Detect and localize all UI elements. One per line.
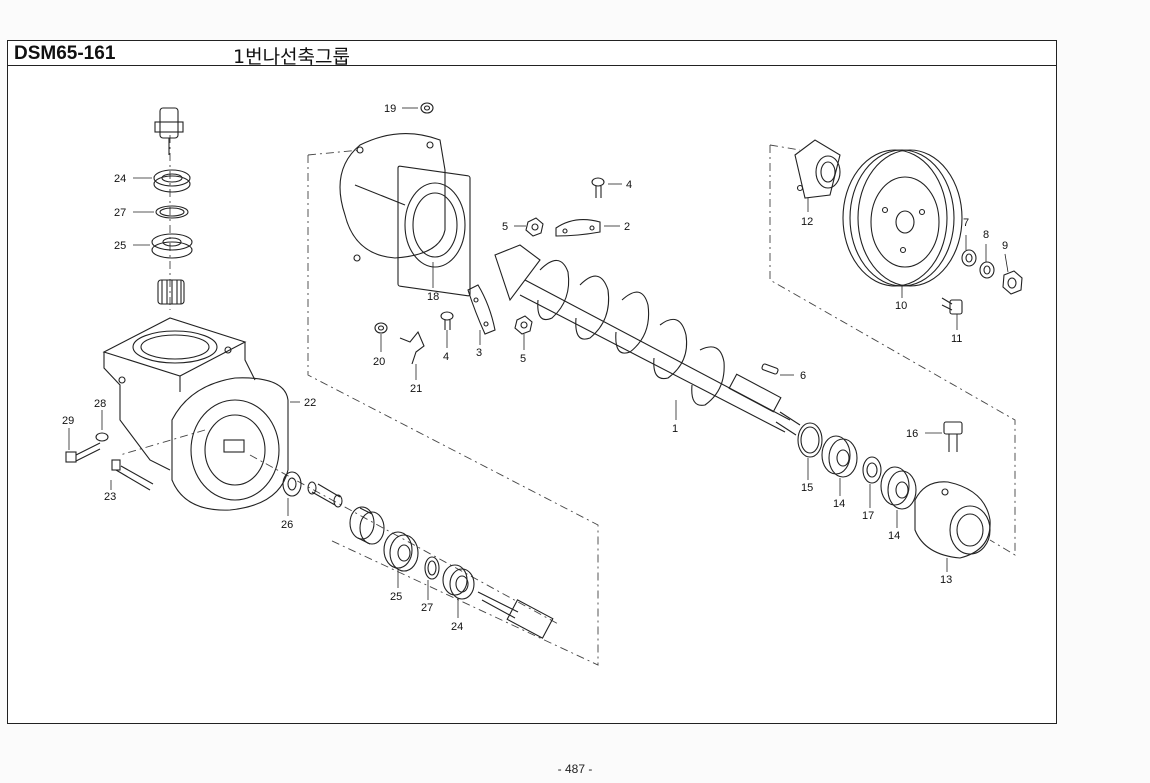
callout-18: 18 <box>427 291 439 303</box>
gear-housing-22 <box>102 317 289 511</box>
callout-5-upper: 5 <box>502 221 508 233</box>
snap-ring-27-top <box>155 205 189 219</box>
scraper-plate-2 <box>555 219 601 237</box>
callout-21: 21 <box>410 383 422 395</box>
snap-ring-15 <box>797 422 823 458</box>
nut-5-upper <box>525 217 544 237</box>
callout-14-b: 14 <box>888 530 900 542</box>
callout-6: 6 <box>800 370 806 382</box>
bearing-26 <box>282 471 302 497</box>
diagram-frame: DSM65-161 1번나선축그룹 <box>7 40 1057 724</box>
callout-labels: 19 4 5 2 18 20 21 4 3 5 1 6 12 7 8 9 10 … <box>62 103 1008 633</box>
callout-15: 15 <box>801 482 813 494</box>
bevel-gear-lower <box>349 506 385 545</box>
bolt-4-lower <box>440 311 454 330</box>
bearing-14-b <box>880 466 917 510</box>
bearing-unit-12 <box>794 139 841 199</box>
scraper-plate-3 <box>467 284 496 335</box>
bearing-housing-13 <box>914 481 991 559</box>
group-title: 1번나선축그룹 <box>233 46 350 68</box>
callout-7: 7 <box>963 217 969 229</box>
callout-29: 29 <box>62 415 74 427</box>
callout-5-lower: 5 <box>520 353 526 365</box>
callout-25-top: 25 <box>114 240 126 252</box>
bolt-23 <box>111 459 154 491</box>
nut-5-lower <box>514 315 533 335</box>
callout-24-lower: 24 <box>451 621 463 633</box>
callout-28: 28 <box>94 398 106 410</box>
nut-9 <box>1002 270 1023 295</box>
wing-bolt-21 <box>399 330 425 365</box>
nut-19 <box>420 102 434 114</box>
spiral-screw-1 <box>494 244 801 436</box>
oil-seal-24-top <box>153 169 191 193</box>
callout-8: 8 <box>983 229 989 241</box>
bolt-4-upper <box>591 177 605 198</box>
callout-4-upper: 4 <box>626 179 632 191</box>
callout-14-a: 14 <box>833 498 845 510</box>
callout-11: 11 <box>951 333 962 345</box>
callout-13: 13 <box>940 574 952 586</box>
washer-7 <box>961 249 977 267</box>
screw-housing-18 <box>339 133 471 297</box>
bearing-25-top <box>151 233 193 259</box>
callout-24-top: 24 <box>114 173 126 185</box>
bolt-16 <box>943 421 963 452</box>
callout-26: 26 <box>281 519 293 531</box>
callout-3: 3 <box>476 347 482 359</box>
callout-9: 9 <box>1002 240 1008 252</box>
assembly-outline-shaft <box>119 135 561 626</box>
callout-27-lower: 27 <box>421 602 433 614</box>
callout-17: 17 <box>862 510 874 522</box>
washer-8 <box>979 261 995 279</box>
leader-lines <box>68 107 1009 618</box>
oil-seal-24-lower <box>442 564 475 600</box>
washer-20 <box>374 322 388 334</box>
assembly-outline-pulley <box>769 144 1016 556</box>
model-code: DSM65-161 <box>14 43 116 64</box>
washer-28 <box>95 432 109 442</box>
callout-16: 16 <box>906 428 918 440</box>
spacer-17 <box>862 456 882 484</box>
callout-4-lower: 4 <box>443 351 449 363</box>
assembly-outline-screw <box>307 149 599 666</box>
v-belt-pulley-10 <box>842 149 963 287</box>
callout-23: 23 <box>104 491 116 503</box>
callout-22: 22 <box>304 397 316 409</box>
top-pinion-shaft <box>154 107 184 155</box>
callout-25-lower: 25 <box>390 591 402 603</box>
bevel-gear-top <box>157 279 185 305</box>
bearing-14-a <box>821 435 858 478</box>
snap-ring-27-lower <box>424 556 440 580</box>
spacer-sleeve <box>307 481 343 508</box>
header-bar: DSM65-161 1번나선축그룹 <box>8 41 1056 68</box>
callout-19: 19 <box>384 103 396 115</box>
splined-shaft-end <box>477 591 554 639</box>
callout-2: 2 <box>624 221 630 233</box>
callout-1: 1 <box>672 423 678 435</box>
callout-27-top: 27 <box>114 207 126 219</box>
bolt-11 <box>941 297 963 315</box>
callout-12: 12 <box>801 216 813 228</box>
key-6 <box>761 363 779 375</box>
callout-10: 10 <box>895 300 907 312</box>
bearing-25-lower <box>383 531 419 572</box>
bolt-29 <box>65 442 101 463</box>
page-number: - 487 - <box>557 762 593 776</box>
callout-20: 20 <box>373 356 385 368</box>
